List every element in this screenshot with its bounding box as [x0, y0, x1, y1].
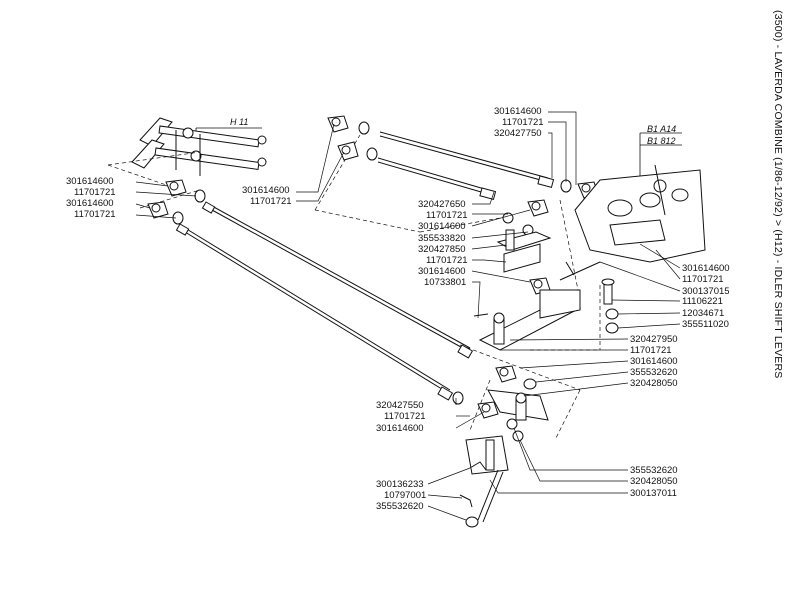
part-number: 300136233: [376, 479, 424, 490]
part-number: 300137011: [630, 488, 677, 499]
part-number: 11701721: [630, 345, 672, 356]
part-number: 12034671: [682, 308, 724, 319]
part-number: 320428050: [630, 378, 678, 389]
part-number: 301614600: [630, 356, 678, 367]
part-number: 11701721: [250, 196, 292, 207]
part-number: 301614600: [66, 176, 114, 187]
leader-lines: [135, 111, 681, 521]
part-number: 320427850: [418, 244, 466, 255]
part-number: 320428050: [630, 476, 678, 487]
part-callouts: 301614600 11701721 301614600 11701721 30…: [66, 106, 730, 512]
part-number: 10733801: [424, 277, 466, 288]
machine-body: [574, 164, 706, 263]
lower-lever-assembly: [465, 389, 549, 523]
part-number: 301614600: [682, 263, 730, 274]
rods: [184, 131, 601, 395]
part-number: 11701721: [502, 117, 544, 128]
part-number: 11701721: [384, 411, 426, 422]
part-number: 11701721: [426, 210, 468, 221]
part-number: 10797001: [384, 490, 426, 501]
part-number: 11106221: [682, 296, 723, 307]
part-number: 320427650: [418, 199, 466, 210]
part-number: 301614600: [376, 423, 424, 434]
part-number: 301614600: [242, 185, 290, 196]
reference-h11-label: H 11: [230, 117, 248, 127]
part-number: 320427750: [494, 128, 542, 139]
part-number: 301614600: [418, 266, 466, 277]
part-number: 300137015: [682, 286, 730, 297]
part-number: 11701721: [426, 255, 468, 266]
part-number: 11701721: [74, 187, 116, 198]
part-number: 301614600: [418, 221, 466, 232]
part-number: 11701721: [74, 209, 116, 220]
reference-b1-a14-label: B1 A14: [647, 124, 676, 134]
reference-b1-812-label: B1 812: [647, 136, 676, 146]
part-number: 355533820: [418, 233, 466, 244]
part-number: 301614600: [66, 198, 114, 209]
part-number: 355511020: [682, 319, 729, 330]
part-number: 355532620: [630, 465, 678, 476]
part-number: 320427550: [376, 400, 424, 411]
part-number: 320427950: [630, 334, 678, 345]
bolts-and-pins: [459, 278, 615, 508]
part-number: 301614600: [494, 106, 542, 117]
part-number: 11701721: [682, 274, 724, 285]
page-title: (3500) - LAVERDA COMBINE (1/86-12/92) > …: [772, 10, 784, 379]
part-number: 355532620: [630, 367, 678, 378]
threaded-ends: [175, 175, 555, 401]
exploded-parts-diagram: H 11 B1 A14 B1 812: [66, 106, 730, 528]
dashed-guides: [107, 134, 601, 441]
part-number: 355532620: [376, 501, 424, 512]
bracket-assembly-h11: [131, 117, 267, 176]
idler-lever-assembly: [478, 229, 582, 351]
